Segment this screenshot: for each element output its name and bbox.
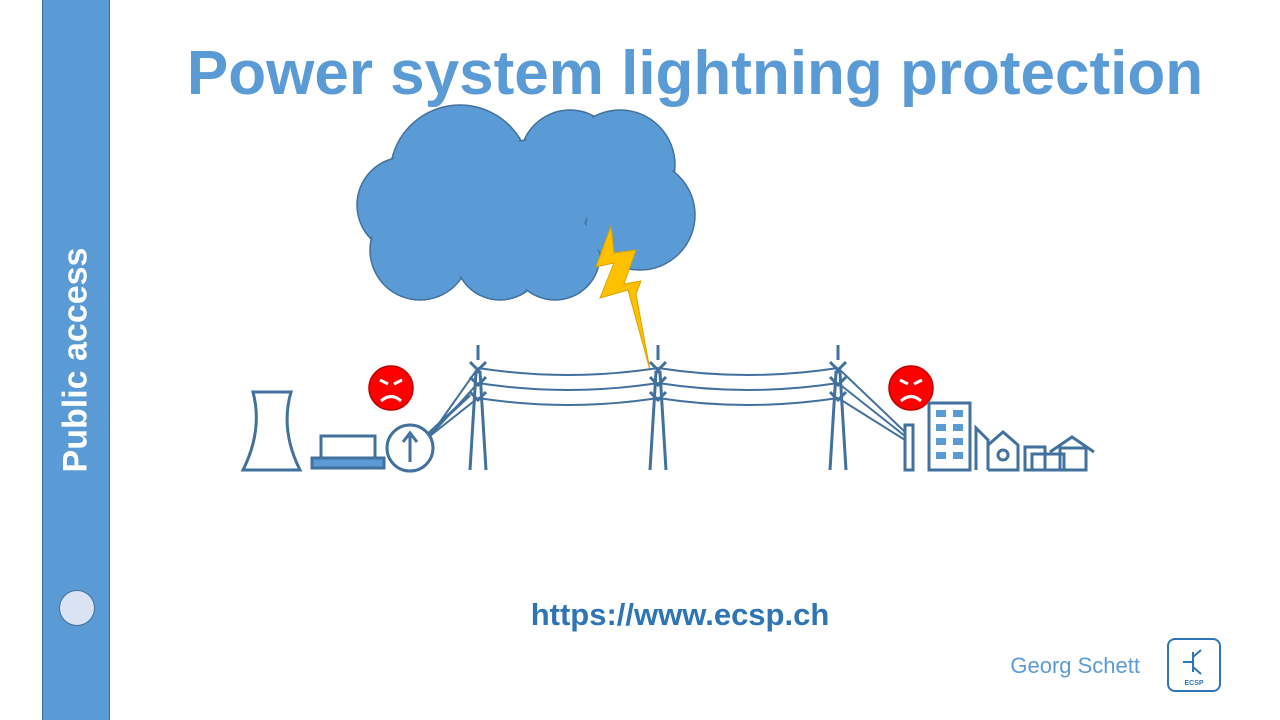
power-lines [429,367,906,441]
author-name: Georg Schett [1010,653,1140,678]
power-plant-icon [310,434,386,470]
cooling-tower-icon [240,390,303,472]
transmission-tower-icon [468,345,488,471]
slide-title: Power system lightning protection [186,39,1204,108]
website-url[interactable]: https://www.ecsp.ch [530,597,830,632]
sidebar-dot [59,590,95,626]
lightning-bolt-icon [595,225,651,371]
transmission-tower-icon [828,345,848,471]
angry-face-icon [368,365,414,411]
ecsp-logo: ECSP [1167,638,1221,692]
logo-text: ECSP [1184,680,1204,687]
angry-face-icon [888,365,934,411]
transmission-tower-icon [648,345,668,471]
city-buildings-icon [903,401,1095,472]
ecsp-logo-icon [1183,649,1202,675]
